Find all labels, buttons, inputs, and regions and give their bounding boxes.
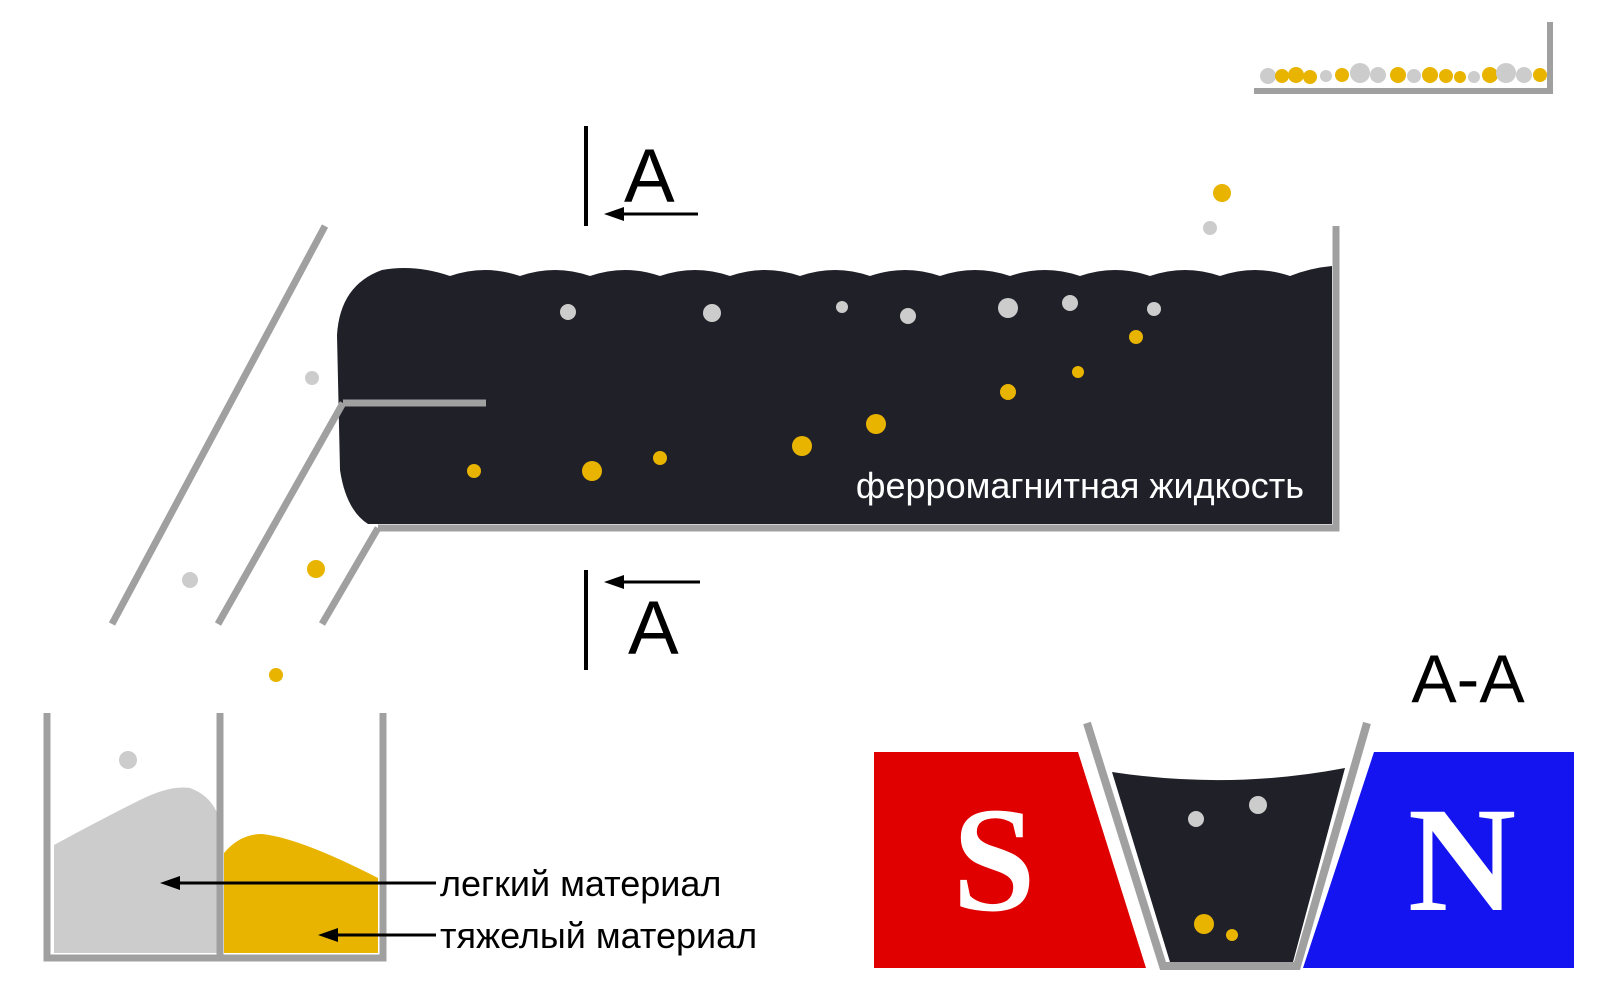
pole-s-label: S — [952, 777, 1035, 943]
magnet-pole-n — [1303, 752, 1574, 968]
cross-heavy-particle — [1194, 914, 1214, 934]
arrow-left-icon — [318, 928, 338, 942]
section-marker-bottom: A — [584, 570, 700, 671]
section-marker-top: A — [584, 126, 698, 226]
light-material-pile — [54, 787, 219, 953]
chute-inner-wall — [318, 526, 382, 626]
chute-outer-wall — [108, 224, 329, 626]
cross-section-title: A-A — [1411, 641, 1525, 717]
cross-section-fluid — [1112, 768, 1345, 962]
legend: легкий материал тяжелый материал — [160, 863, 757, 956]
section-letter-top: A — [624, 134, 675, 219]
cross-light-particle — [1249, 796, 1267, 814]
legend-heavy-label: тяжелый материал — [440, 915, 757, 956]
cross-heavy-particle — [1226, 929, 1238, 941]
feed-tray — [1254, 22, 1553, 94]
arrow-left-icon — [604, 575, 624, 589]
chute-heavy-particle — [269, 668, 283, 682]
chute-light-particle — [305, 371, 319, 385]
legend-light-label: легкий материал — [440, 863, 721, 904]
chute-middle-wall — [214, 401, 347, 626]
arrow-left-icon — [160, 876, 180, 890]
ferrofluid-body — [337, 266, 1332, 524]
chute-heavy-particle — [307, 560, 325, 578]
separator-channel: ферромагнитная жидкость — [337, 226, 1340, 532]
channel-light-particles — [560, 295, 1161, 324]
falling-heavy-particle — [1213, 184, 1231, 202]
channel-heavy-particles — [467, 330, 1143, 481]
feed-tray-wall — [1254, 22, 1553, 94]
cross-section-wall — [1083, 721, 1371, 970]
magnet-pole-s — [874, 752, 1146, 968]
arrow-left-icon — [604, 207, 624, 221]
chute-light-particle — [182, 572, 198, 588]
fluid-label: ферромагнитная жидкость — [856, 465, 1304, 506]
cross-section: A-A S N — [874, 641, 1574, 970]
cross-light-particle — [1188, 811, 1204, 827]
bins-wall — [43, 713, 387, 962]
channel-wall — [378, 226, 1340, 532]
outlet-chutes — [108, 224, 382, 682]
falling-light-particle — [119, 751, 137, 769]
section-letter-bottom: A — [628, 586, 679, 671]
feed-tray-particles — [1260, 63, 1547, 84]
heavy-material-pile — [224, 834, 378, 953]
falling-light-particle — [1203, 221, 1217, 235]
collection-bins — [43, 713, 387, 962]
pole-n-label: N — [1408, 777, 1516, 943]
